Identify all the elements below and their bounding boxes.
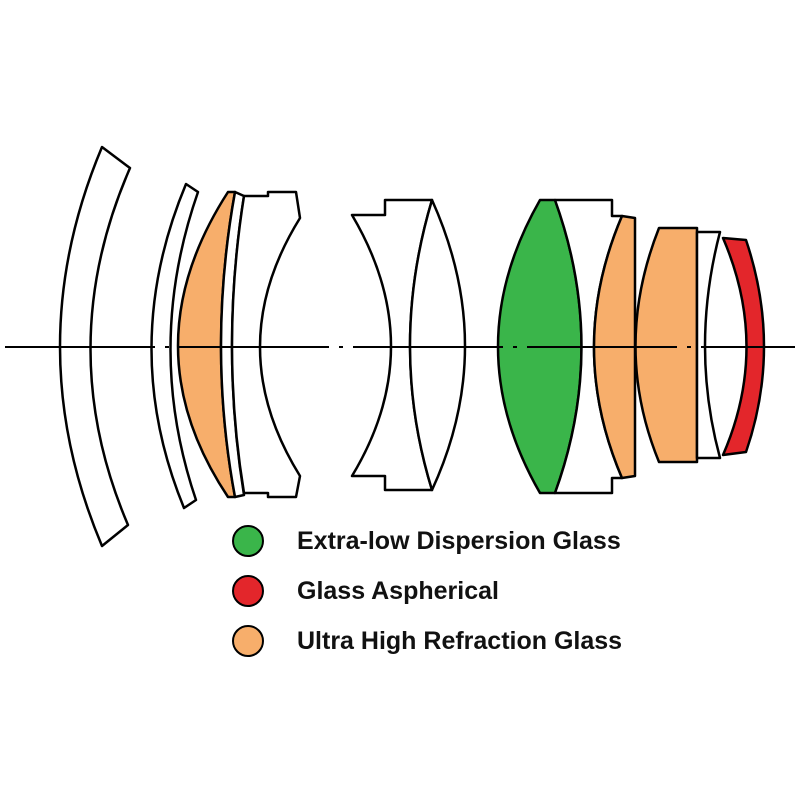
- lens-element-2: [150, 182, 200, 510]
- green-dot-icon: [232, 525, 264, 557]
- legend-item-ed-glass: Extra-low Dispersion Glass: [232, 516, 622, 566]
- lens-element-5: [230, 190, 302, 499]
- legend-item-aspherical: Glass Aspherical: [232, 566, 622, 616]
- lens-element-1: [58, 145, 132, 548]
- lens-element-7: [408, 198, 467, 492]
- red-dot-icon: [232, 575, 264, 607]
- legend-label-uhr-glass: Ultra High Refraction Glass: [297, 626, 623, 655]
- lens-element-12: [695, 230, 722, 460]
- legend: Extra-low Dispersion Glass Glass Aspheri…: [232, 516, 622, 666]
- legend-item-uhr-glass: Ultra High Refraction Glass: [232, 616, 622, 666]
- lens-element-13-aspherical: [721, 236, 766, 457]
- orange-dot-icon: [232, 625, 264, 657]
- lens-element-11-uhr: [634, 226, 699, 464]
- legend-label-ed-glass: Extra-low Dispersion Glass: [297, 526, 621, 555]
- legend-label-aspherical: Glass Aspherical: [297, 576, 499, 605]
